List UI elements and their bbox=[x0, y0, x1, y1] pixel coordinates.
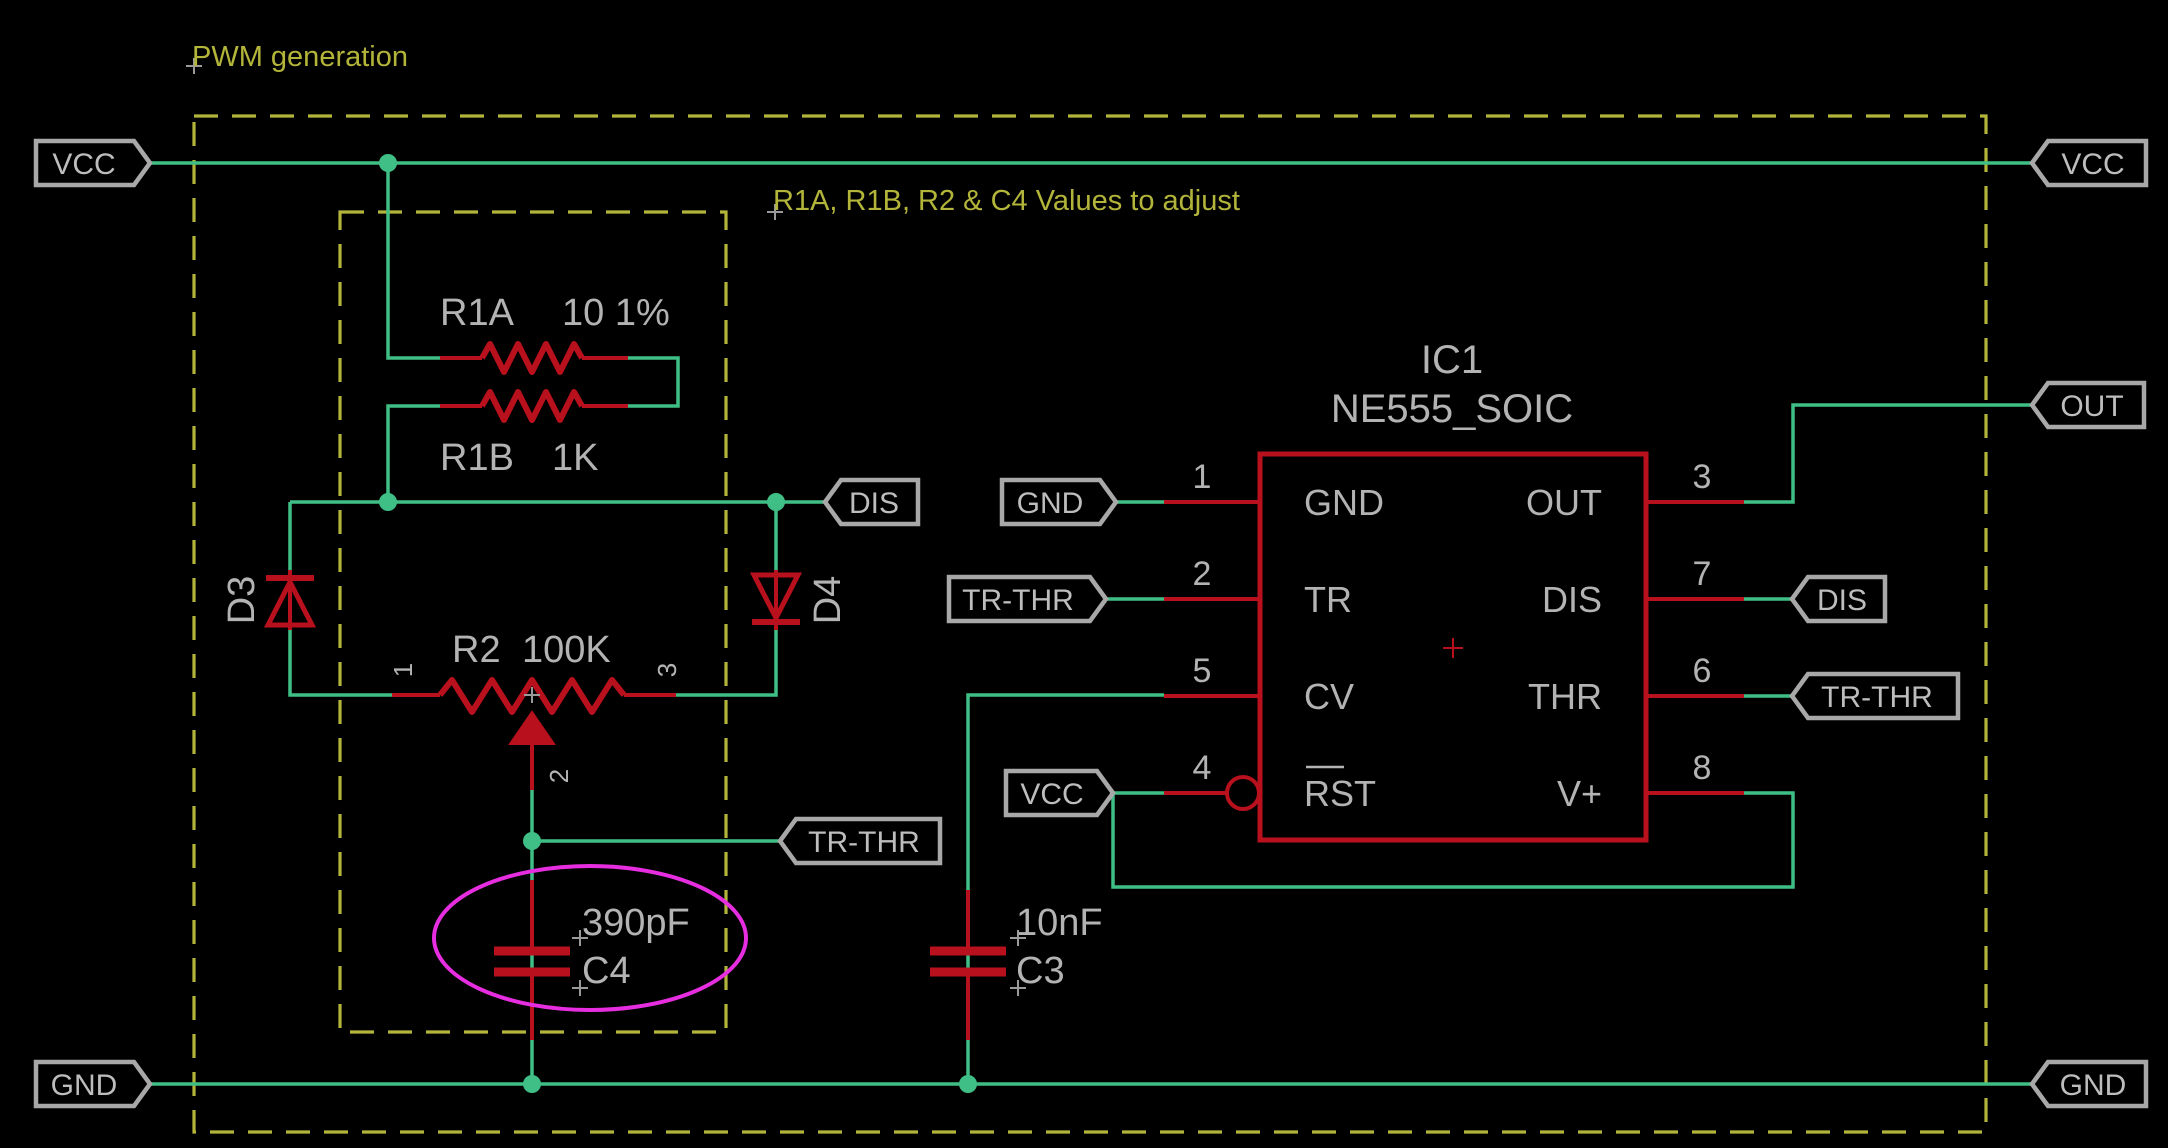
r2-pin2: 2 bbox=[544, 769, 574, 783]
trthr-port-c4-label: TR-THR bbox=[808, 826, 920, 859]
d3-name: D3 bbox=[221, 576, 263, 625]
gnd-port-right-label: GND bbox=[2060, 1069, 2127, 1102]
ic1-pin-number: 3 bbox=[1693, 458, 1712, 496]
r2-name: R2 bbox=[452, 629, 501, 671]
ic1-part: NE555_SOIC bbox=[1331, 387, 1573, 431]
r2-pin3: 3 bbox=[652, 663, 682, 677]
gnd-port-ic-label: GND bbox=[1017, 487, 1084, 520]
capacitor-c4[interactable]: 390pF C4 bbox=[494, 880, 690, 1040]
ic1-pin-name: DIS bbox=[1542, 579, 1602, 620]
ic1-pin-number: 5 bbox=[1193, 652, 1212, 690]
dis-port-top-label: DIS bbox=[849, 487, 899, 520]
r1a-value: 10 1% bbox=[562, 292, 670, 334]
ic1-pin-name: OUT bbox=[1526, 482, 1602, 523]
resistor-r1a[interactable]: R1A 10 1% bbox=[440, 292, 670, 375]
ic1-pin-name: CV bbox=[1304, 676, 1354, 717]
block-title: PWM generation bbox=[192, 41, 408, 73]
ic1-pin-name: V+ bbox=[1557, 773, 1602, 814]
vcc-port-ic[interactable]: VCC bbox=[1003, 768, 1116, 818]
r1b-value: 1K bbox=[552, 437, 598, 479]
r1b-name: R1B bbox=[440, 437, 514, 479]
c3-name: C3 bbox=[1016, 950, 1065, 992]
c3-value: 10nF bbox=[1016, 902, 1103, 944]
wires bbox=[150, 161, 2032, 1086]
vcc-port-right-label: VCC bbox=[2061, 148, 2124, 181]
trthr-port-ic-left-label: TR-THR bbox=[962, 584, 1074, 617]
c4-value: 390pF bbox=[582, 902, 690, 944]
gnd-port-left-label: GND bbox=[51, 1069, 118, 1102]
ic1-pin-number: 8 bbox=[1693, 749, 1712, 787]
c4-name: C4 bbox=[582, 950, 631, 992]
trthr-port-ic-left[interactable]: TR-THR bbox=[946, 574, 1109, 624]
gnd-port-ic[interactable]: GND bbox=[999, 477, 1119, 527]
adjust-note: R1A, R1B, R2 & C4 Values to adjust bbox=[773, 185, 1240, 217]
adjust-block-frame bbox=[338, 210, 728, 1034]
r1a-name: R1A bbox=[440, 292, 515, 334]
dis-port-top[interactable]: DIS bbox=[822, 477, 921, 527]
ic1-pin-cv[interactable]: 5CV bbox=[1164, 652, 1354, 717]
trthr-port-ic-right[interactable]: TR-THR bbox=[1789, 671, 1961, 721]
ic1-pin-number: 6 bbox=[1693, 652, 1712, 690]
d4-name: D4 bbox=[807, 576, 849, 625]
ic1-pin-name: THR bbox=[1528, 676, 1602, 717]
out-port-label: OUT bbox=[2060, 390, 2123, 423]
capacitor-c3[interactable]: 10nF C3 bbox=[930, 890, 1103, 1040]
trthr-port-ic-right-label: TR-THR bbox=[1821, 681, 1933, 714]
gnd-port-left[interactable]: GND bbox=[33, 1059, 153, 1109]
trthr-port-c4[interactable]: TR-THR bbox=[777, 816, 943, 866]
vcc-port-left[interactable]: VCC bbox=[33, 138, 153, 188]
junctions bbox=[379, 154, 977, 1093]
pwm-block-frame bbox=[192, 114, 1988, 1134]
gnd-port-right[interactable]: GND bbox=[2029, 1059, 2149, 1109]
ic1-pin-number: 7 bbox=[1693, 555, 1712, 593]
ic1-pin-number: 4 bbox=[1193, 749, 1212, 787]
vcc-port-right[interactable]: VCC bbox=[2029, 138, 2149, 188]
dis-port-ic[interactable]: DIS bbox=[1789, 574, 1888, 624]
ic1-pin-name: GND bbox=[1304, 482, 1384, 523]
potentiometer-r2[interactable]: R2 100K 1 2 3 bbox=[388, 629, 682, 790]
ic1-pin-name: TR bbox=[1304, 579, 1352, 620]
vcc-port-left-label: VCC bbox=[52, 148, 115, 181]
vcc-port-ic-label: VCC bbox=[1020, 778, 1083, 811]
dis-port-ic-label: DIS bbox=[1817, 584, 1867, 617]
ic1-pin-number: 2 bbox=[1193, 555, 1212, 593]
out-port[interactable]: OUT bbox=[2029, 380, 2147, 430]
r2-value: 100K bbox=[522, 629, 611, 671]
ic1-pin-vplus[interactable]: 8V+ bbox=[1557, 749, 1744, 814]
rst-inversion-bubble bbox=[1225, 775, 1261, 811]
ic1-name: IC1 bbox=[1421, 338, 1483, 382]
ic1-body bbox=[1257, 451, 1649, 843]
ic1-pin-tr[interactable]: 2TR bbox=[1164, 555, 1352, 620]
c4-highlight-circle bbox=[432, 864, 748, 1012]
resistor-r1b[interactable]: R1B 1K bbox=[440, 389, 628, 479]
r2-pin1: 1 bbox=[388, 663, 418, 677]
diode-d3[interactable]: D3 bbox=[221, 570, 317, 630]
ic1-pin-number: 1 bbox=[1193, 458, 1212, 496]
diode-d4[interactable]: D4 bbox=[749, 570, 849, 630]
ic1-pin-name: RST bbox=[1304, 773, 1376, 814]
